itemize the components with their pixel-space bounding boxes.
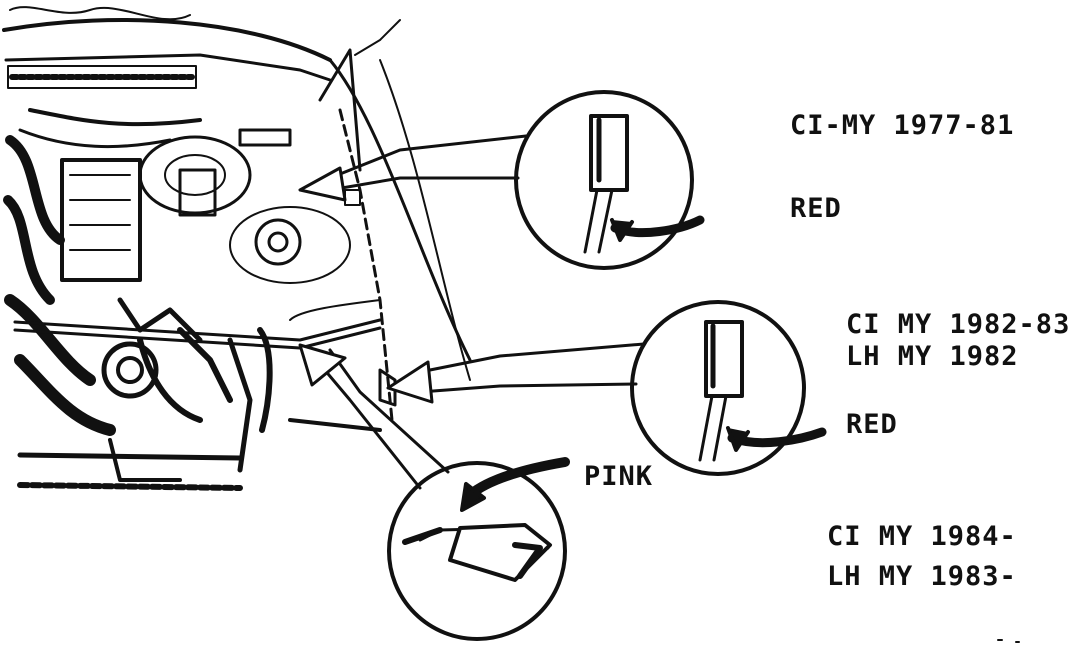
callout-2-wire-color: RED	[846, 409, 898, 440]
connector-detail-1984	[387, 457, 570, 641]
pointer-arrow-icon	[386, 342, 646, 404]
callout-3-model-line1: CI MY 1984-	[827, 521, 1017, 552]
pointer-arrow-icon	[298, 134, 528, 202]
connector-detail-1977-81	[514, 90, 705, 270]
engine-bay-illustration	[2, 6, 472, 491]
callout-2-model-line2: LH MY 1982	[846, 341, 1019, 372]
callout-3-model-line2: LH MY 1983-	[827, 561, 1017, 592]
callout-1-model-line1: CI-MY 1977-81	[790, 110, 1015, 141]
connector-detail-1982-83	[630, 300, 827, 476]
pointer-arrow-icon	[298, 343, 450, 490]
callout-3-wire-color: PINK	[584, 461, 654, 492]
callout-2-model-line1: CI MY 1982-83	[846, 309, 1071, 340]
callout-1-wire-color: RED	[790, 193, 842, 224]
